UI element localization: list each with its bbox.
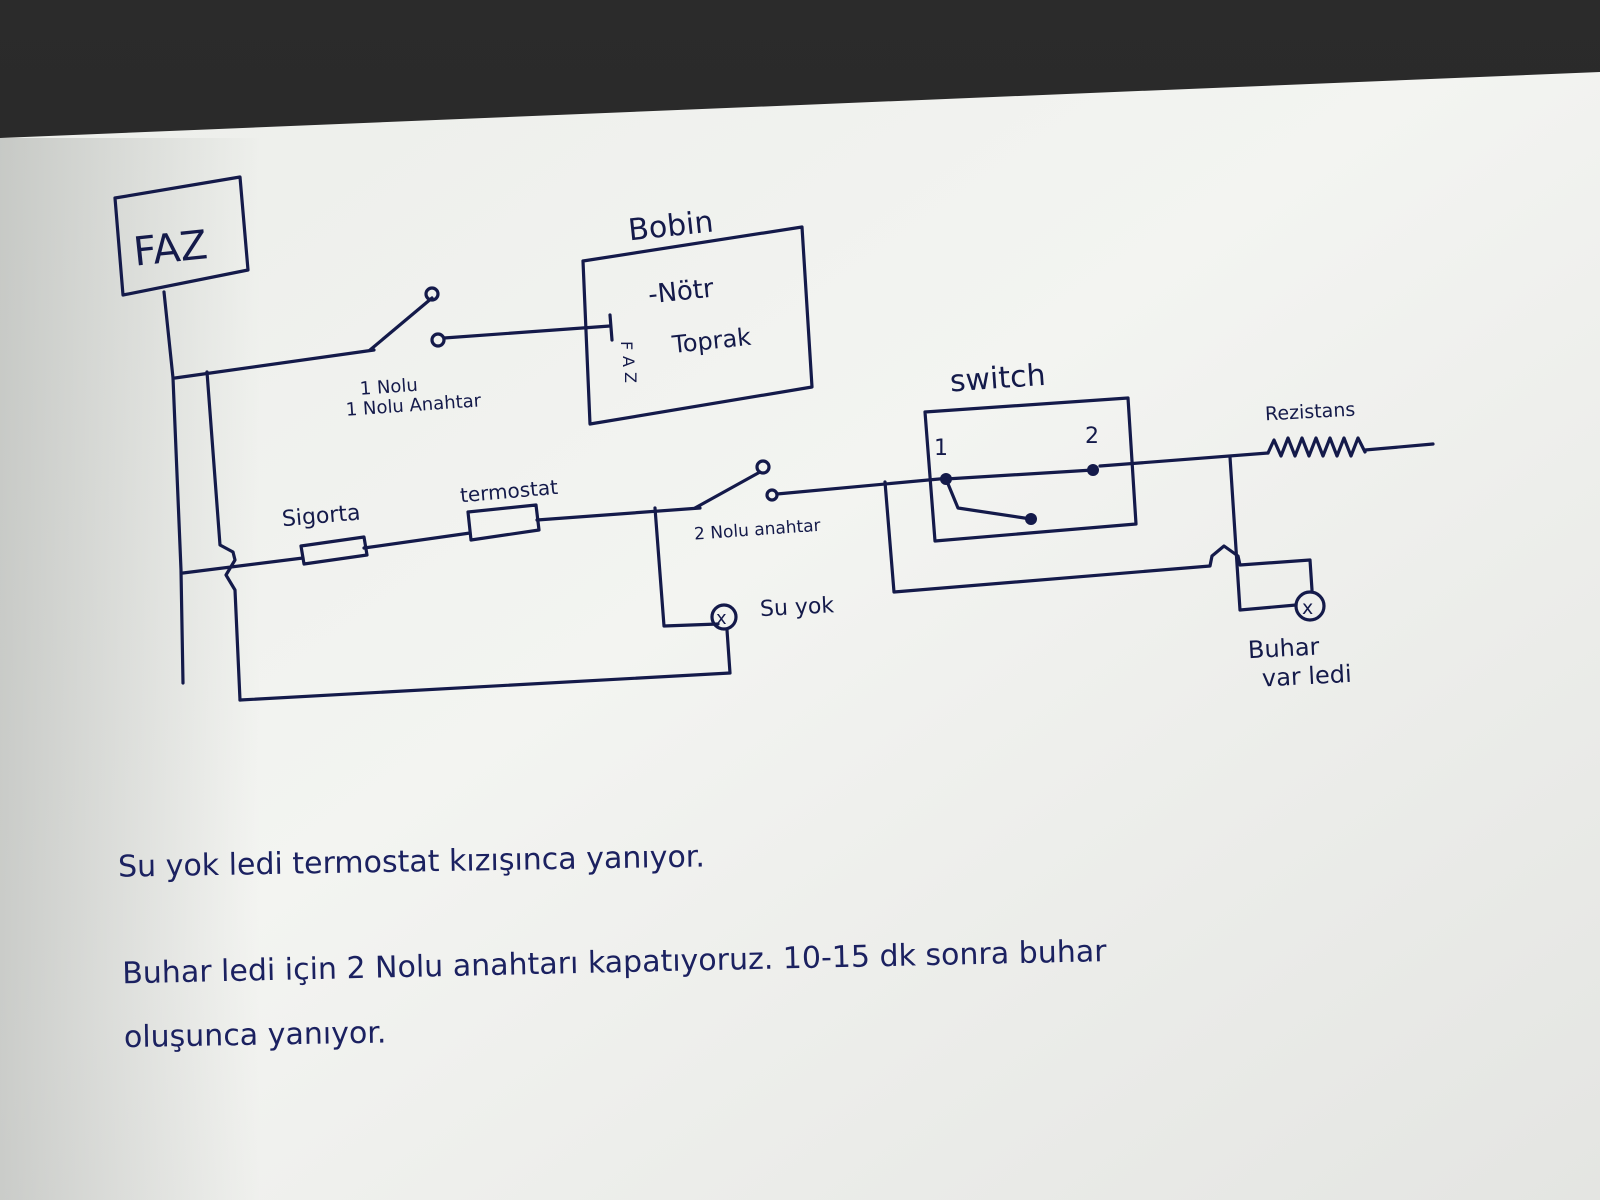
wire-to-switch1 [173, 348, 376, 380]
buhar-label-1: Buhar [1247, 632, 1320, 664]
bobin-faz-a: A [619, 356, 638, 367]
wire-suyok-branch [653, 506, 720, 628]
buhar-led [1294, 590, 1326, 622]
phase-second-wire [205, 370, 242, 702]
paper-body [0, 72, 1600, 1200]
rezistans-coil [1266, 436, 1367, 458]
switch-pin1-label: 1 [934, 436, 948, 461]
wire-switch-to-rezistans [1098, 451, 1270, 468]
switch-pin2-label: 2 [1085, 424, 1099, 449]
bobin-faz-terminal [608, 313, 614, 342]
suyok-led-x: x [716, 608, 727, 629]
wire-switch2-to-box [775, 476, 952, 496]
switch1-label-1: 1 Nolu [359, 375, 418, 400]
wire-switch1-to-bobin [442, 324, 612, 340]
suyok-label: Su yok [759, 593, 835, 622]
bobin-faz-f: F [617, 341, 636, 350]
switch1-top-contact [424, 286, 440, 302]
bobin-box: Bobin -Nötr Toprak F A Z [581, 205, 814, 426]
note-line-3: oluşunca yanıyor. [124, 1015, 387, 1055]
buhar-led-x: x [1302, 597, 1313, 619]
switch-bar [944, 468, 1095, 481]
wire-suyok-return [238, 628, 732, 702]
wire-lower-branch [181, 556, 305, 575]
wire-switch-bypass [883, 480, 1314, 594]
phase-main-wire [162, 290, 185, 685]
switch-common [944, 477, 1033, 521]
switch1-contact [430, 332, 446, 348]
switch1-lever [368, 296, 434, 352]
faz-box: FAZ [113, 175, 250, 297]
switch-title: switch [949, 358, 1047, 400]
bobin-faz-z: Z [621, 372, 640, 383]
faz-label: FAZ [131, 222, 210, 275]
buhar-label-2: var ledi [1261, 660, 1352, 693]
wire-termostat-switch2 [535, 506, 702, 522]
wire-buhar-branch [1228, 455, 1298, 612]
termostat-box [466, 503, 541, 542]
wire-sigorta-termostat [362, 531, 472, 550]
switch2-lever [693, 470, 762, 510]
wire-rezistans-out [1363, 442, 1435, 452]
paper-shadow [0, 138, 260, 1200]
switch2-top-contact [755, 459, 771, 475]
sigorta-fuse [299, 535, 369, 566]
suyok-led [710, 603, 738, 631]
switch-box: switch 1 2 [923, 358, 1138, 543]
rezistans-label: Rezistans [1264, 399, 1355, 426]
bobin-notr: -Nötr [647, 274, 716, 311]
